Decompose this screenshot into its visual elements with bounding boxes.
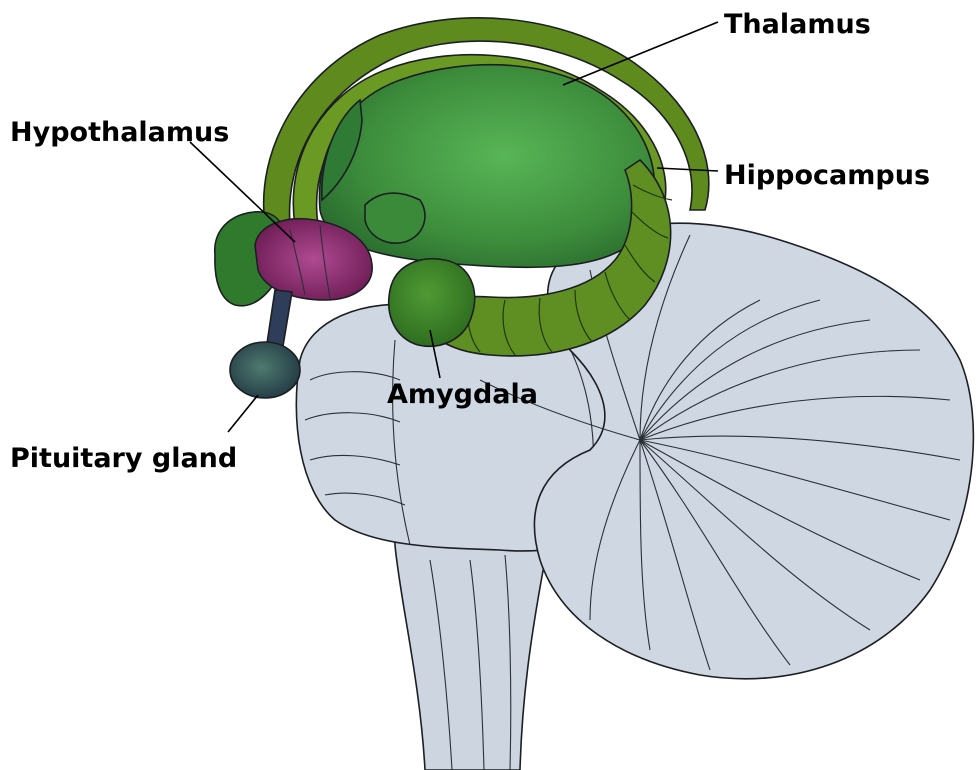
pituitary-gland-label: Pituitary gland xyxy=(10,443,237,474)
hypothalamus-label: Hypothalamus xyxy=(10,117,229,148)
thalamus-label: Thalamus xyxy=(724,9,871,40)
hippocampus-label: Hippocampus xyxy=(724,160,930,191)
amygdala xyxy=(389,259,475,347)
thalamus xyxy=(319,65,654,268)
pituitary-leader xyxy=(228,395,258,432)
hippocampus-leader xyxy=(657,168,718,171)
pituitary-gland xyxy=(230,342,300,398)
amygdala-label: Amygdala xyxy=(387,379,538,410)
